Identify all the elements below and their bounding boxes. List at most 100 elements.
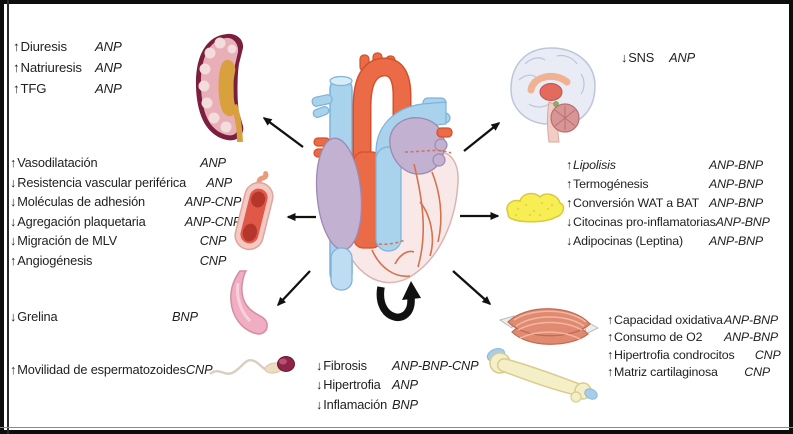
effect-text: Hipertrofia condrocitos xyxy=(614,347,735,362)
effect-label: ↑Matriz cartilaginosa xyxy=(607,364,724,382)
effect-text: Angiogénesis xyxy=(17,252,93,268)
peptide-label: ANP xyxy=(392,377,418,393)
effect-text: Fibrosis xyxy=(323,358,367,373)
arrow-heart-self-loop xyxy=(376,286,415,321)
direction-arrow: ↓ xyxy=(316,358,323,373)
effect-text: Lipolisis xyxy=(573,158,616,172)
effect-text: Citocinas pro-inflamatorias xyxy=(573,214,716,229)
effect-label: ↓SNS xyxy=(621,48,665,68)
frame-hairline-bottom xyxy=(0,427,793,428)
peptide-label: ANP-BNP xyxy=(724,330,779,344)
sperm-effects-block: ↑Movilidad de espermatozoides CNP xyxy=(10,360,213,380)
effect-text: Migración de MLV xyxy=(17,233,118,249)
effect-text: Diuresis xyxy=(20,38,67,54)
effect-label: ↓Citocinas pro-inflamatorias xyxy=(566,213,716,232)
effect-label: ↑Diuresis xyxy=(13,36,95,57)
effect-label: ↑Lipolisis xyxy=(566,156,709,175)
effect-text: Matriz cartilaginosa xyxy=(614,365,718,379)
effect-text: Resistencia vascular periférica xyxy=(17,174,187,190)
peptide-label: ANP xyxy=(669,50,695,65)
arrow-heart-to-brain xyxy=(463,122,501,152)
effect-text: Inflamación xyxy=(323,396,388,412)
peptide-label: CNP xyxy=(744,365,770,379)
effect-text: Grelina xyxy=(17,309,58,324)
peptide-label: BNP xyxy=(172,309,198,324)
direction-arrow: ↓ xyxy=(316,396,323,412)
effect-label: ↓Hipertrofia xyxy=(316,375,392,394)
kidney-effects-block: ↑Diuresis ANP ↑Natriuresis ANP ↑TFG ANP xyxy=(13,36,125,99)
effect-row: ↑Hipertrofia condrocitos CNP xyxy=(607,347,781,365)
effect-row: ↓Agregación plaquetaria ANP-CNP xyxy=(10,212,246,232)
effect-row: ↓Migración de MLV CNP xyxy=(10,231,246,251)
effect-row: ↑Consumo de O2 ANP-BNP xyxy=(607,329,779,347)
effect-label: ↓Grelina xyxy=(10,307,172,327)
peptide-label: ANP xyxy=(95,59,122,75)
direction-arrow: ↓ xyxy=(10,309,17,324)
direction-arrow: ↑ xyxy=(566,195,573,210)
peptide-label: CNP xyxy=(185,362,213,377)
effect-row: ↓Fibrosis ANP-BNP-CNP xyxy=(316,356,479,375)
kidney-icon xyxy=(195,33,244,142)
effect-row: ↓Adipocinas (Leptina) ANP-BNP xyxy=(566,232,763,251)
effect-label: ↓Migración de MLV xyxy=(10,231,180,251)
heart-effects-block: ↓Fibrosis ANP-BNP-CNP ↓Hipertrofia ANP ↓… xyxy=(316,356,479,414)
effect-row: ↓Hipertrofia ANP xyxy=(316,375,466,394)
adipose-tissue-icon xyxy=(506,192,565,223)
peptide-label: ANP-BNP xyxy=(709,195,764,210)
peptide-label: ANP xyxy=(95,80,122,96)
effect-label: ↑Angiogénesis xyxy=(10,251,180,271)
effect-text: Vasodilatación xyxy=(17,155,98,170)
effect-label: ↓Adipocinas (Leptina) xyxy=(566,232,709,251)
effect-label: ↑Capacidad oxidativa xyxy=(607,312,724,330)
stomach-effects-block: ↓Grelina BNP xyxy=(10,307,206,327)
brain-effects-block: ↓SNS ANP xyxy=(621,48,695,68)
peptide-label: ANP-BNP xyxy=(724,312,779,327)
vasculature-effects-block: ↑Vasodilatación ANP ↓Resistencia vascula… xyxy=(10,153,246,271)
heart-icon xyxy=(311,52,459,291)
effect-label: ↓Moléculas de adhesión xyxy=(10,192,180,212)
peptide-label: ANP-BNP xyxy=(709,176,764,191)
direction-arrow: ↑ xyxy=(10,362,17,377)
peptide-label: ANP xyxy=(200,155,226,170)
peptide-label: ANP-BNP xyxy=(709,158,764,172)
direction-arrow: ↑ xyxy=(607,330,614,344)
effect-label: ↓Fibrosis xyxy=(316,356,392,375)
effect-text: Consumo de O2 xyxy=(614,330,703,344)
peptide-label: ANP xyxy=(206,174,233,190)
direction-arrow: ↓ xyxy=(10,233,17,249)
direction-arrow: ↓ xyxy=(10,213,17,229)
peptide-label: BNP xyxy=(392,396,418,412)
arrow-heart-to-stomach xyxy=(276,270,311,307)
effect-label: ↓Inflamación xyxy=(316,395,392,414)
effect-row: ↓Grelina BNP xyxy=(10,307,206,327)
arrow-heart-self-loop-head xyxy=(402,281,421,300)
effect-row: ↑Angiogénesis CNP xyxy=(10,251,246,271)
effect-label: ↑Conversión WAT a BAT xyxy=(566,194,709,213)
peptide-label: CNP xyxy=(754,347,781,362)
effect-row: ↓SNS ANP xyxy=(621,48,695,68)
effect-text: Natriuresis xyxy=(20,59,82,75)
direction-arrow: ↓ xyxy=(10,194,17,210)
direction-arrow: ↓ xyxy=(10,174,17,190)
direction-arrow: ↑ xyxy=(13,80,20,96)
direction-arrow: ↑ xyxy=(10,252,17,268)
effect-row: ↓Moléculas de adhesión ANP-CNP xyxy=(10,192,246,212)
effect-row: ↑Lipolisis ANP-BNP xyxy=(566,156,763,175)
effect-row: ↑TFG ANP xyxy=(13,78,125,99)
effect-row: ↑Movilidad de espermatozoides CNP xyxy=(10,360,213,380)
direction-arrow: ↓ xyxy=(621,50,628,65)
effect-row: ↓Inflamación BNP xyxy=(316,395,466,414)
direction-arrow: ↓ xyxy=(566,214,573,229)
effect-label: ↑Hipertrofia condrocitos xyxy=(607,347,735,365)
arrow-heart-to-kidney xyxy=(262,117,304,148)
effect-text: Capacidad oxidativa xyxy=(614,312,723,327)
effect-text: TFG xyxy=(20,80,47,96)
muscle-icon xyxy=(498,308,600,345)
brain-icon xyxy=(510,47,596,143)
effect-row: ↑Conversión WAT a BAT ANP-BNP xyxy=(566,194,763,213)
effect-text: Hipertrofia xyxy=(323,377,381,393)
peptide-label: ANP-BNP xyxy=(715,214,770,229)
effect-text: Agregación plaquetaria xyxy=(17,213,146,229)
